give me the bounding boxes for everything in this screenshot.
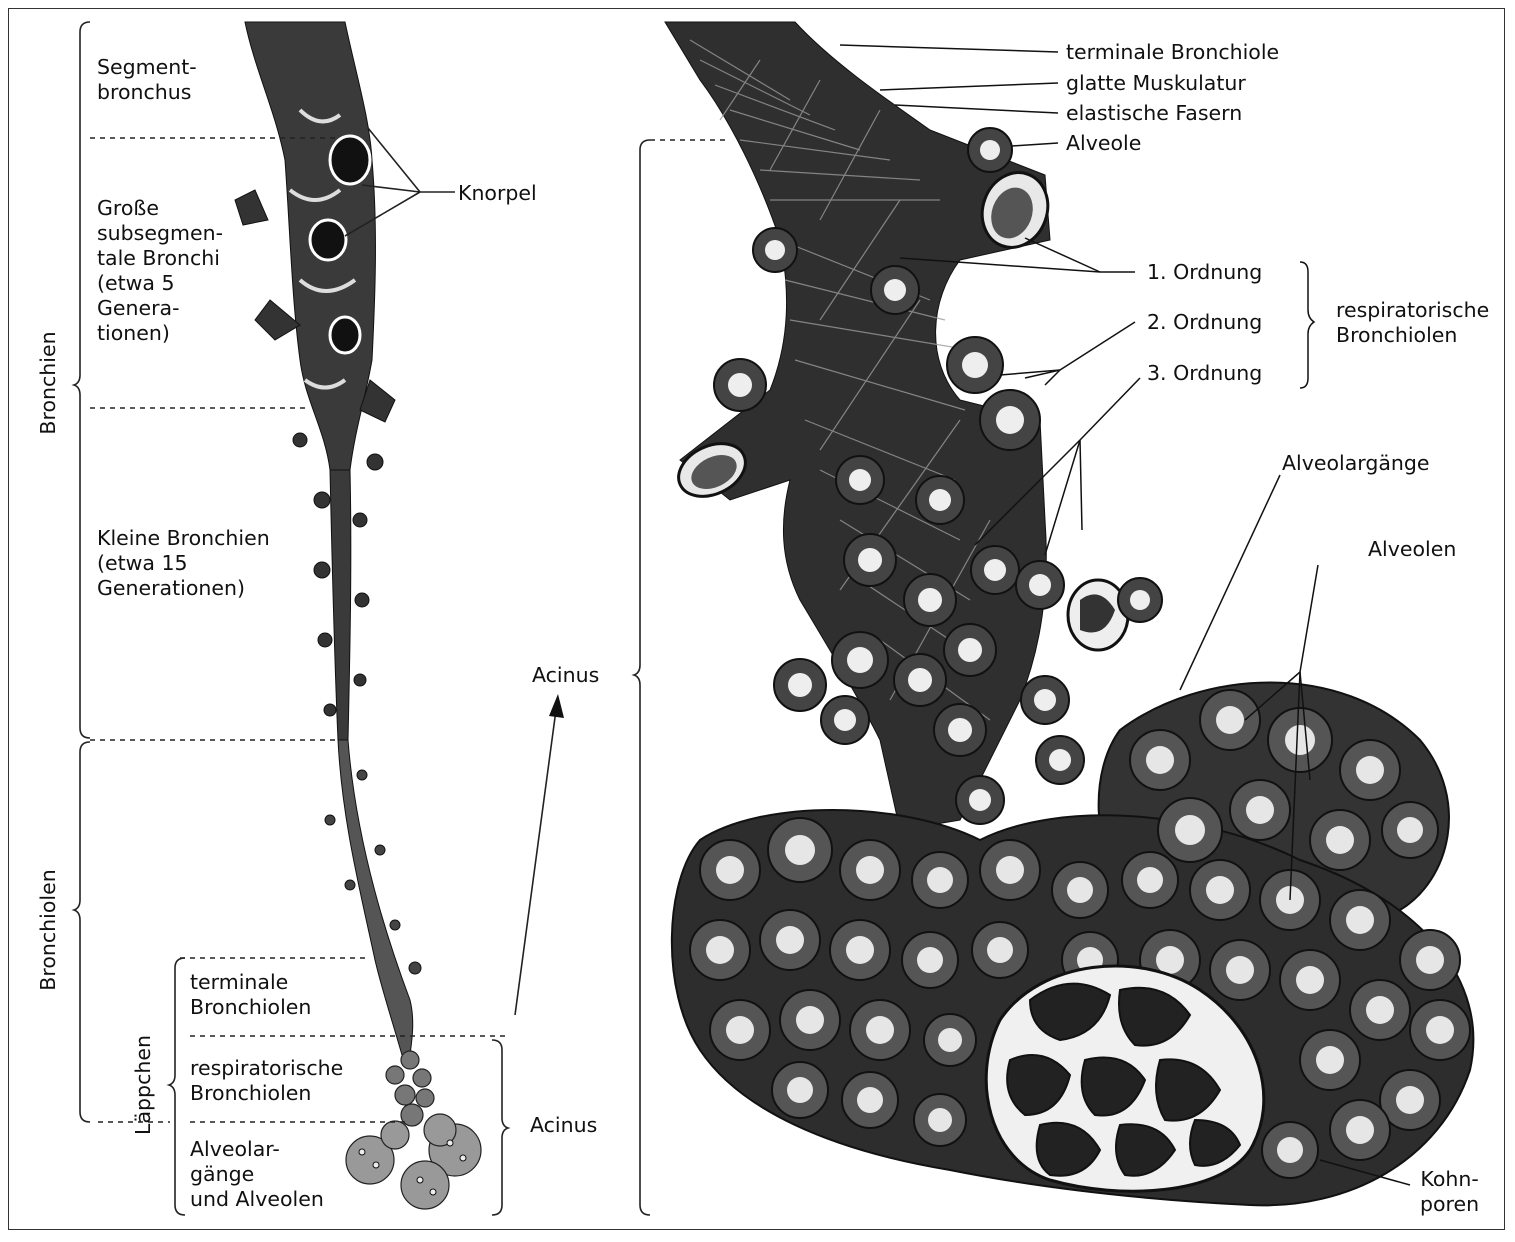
bronchial-tree: [235, 22, 481, 1209]
label-alveole: Alveole: [1066, 131, 1141, 156]
label-terminale-bronchiole: terminale Bronchiole: [1066, 40, 1279, 65]
label-elastische-fasern: elastische Fasern: [1066, 101, 1242, 126]
label-bronchien: Bronchien: [36, 331, 60, 434]
label-laeppchen: Läppchen: [131, 1035, 155, 1135]
label-alveolen: Alveolen: [1368, 537, 1456, 562]
label-ordnung-2: 2. Ordnung: [1147, 310, 1262, 335]
label-terminale-bronchiolen: terminale Bronchiolen: [190, 970, 311, 1020]
label-acinus-arrow: Acinus: [532, 663, 599, 688]
label-respiratorische-bronchiolen-right: respiratorische Bronchiolen: [1336, 298, 1489, 348]
label-grosse-subsegmentale-bronchi: Große subsegmen- tale Bronchi (etwa 5 Ge…: [97, 196, 223, 346]
label-kohn-poren: Kohn- poren: [1420, 1167, 1479, 1217]
label-acinus-bottom: Acinus: [530, 1113, 597, 1138]
label-alveolargaenge-und-alveolen: Alveolar- gänge und Alveolen: [190, 1137, 324, 1212]
label-glatte-muskulatur: glatte Muskulatur: [1066, 71, 1246, 96]
label-knorpel: Knorpel: [458, 181, 537, 206]
label-bronchiolen: Bronchiolen: [36, 869, 60, 990]
label-kleine-bronchien: Kleine Bronchien (etwa 15 Generationen): [97, 526, 270, 601]
label-respiratorische-bronchiolen-left: respiratorische Bronchiolen: [190, 1056, 343, 1106]
label-ordnung-3: 3. Ordnung: [1147, 361, 1262, 386]
label-ordnung-1: 1. Ordnung: [1147, 260, 1262, 285]
acinus-arrowhead: [549, 694, 564, 718]
label-alveolargaenge: Alveolargänge: [1282, 451, 1430, 476]
label-segmentbronchus: Segment- bronchus: [97, 55, 197, 105]
